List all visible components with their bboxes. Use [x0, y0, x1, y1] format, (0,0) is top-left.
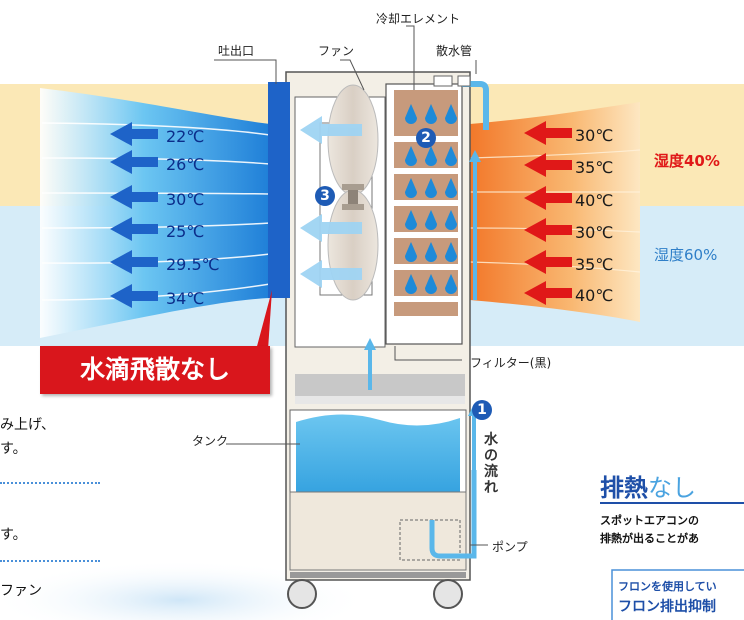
spray-pipe-label: 散水管 — [436, 44, 473, 58]
outlet-temp-1: 22℃ — [166, 127, 205, 146]
water-flow-label: 水 の 流 れ — [484, 432, 498, 496]
intake-temp-5: 35℃ — [575, 255, 614, 274]
step-2-badge: 2 — [416, 128, 436, 148]
tank-label: タンク — [192, 434, 229, 448]
cooling-element-label: 冷却エレメント — [376, 12, 461, 26]
intake-temp-1: 30℃ — [575, 126, 614, 145]
right-text-1: スポットエアコンの — [600, 514, 699, 527]
left-divider-1 — [0, 482, 100, 484]
step-3-badge: 3 — [315, 186, 335, 206]
outlet-temp-3: 30℃ — [166, 190, 205, 209]
heading-underline — [600, 502, 744, 504]
no-water-splash-banner: 水滴飛散なし — [40, 346, 270, 394]
intake-temp-6: 40℃ — [575, 286, 614, 305]
outlet-temp-6: 34℃ — [166, 289, 205, 308]
left-text-2: す。 — [0, 441, 27, 457]
fan-label: ファン — [318, 44, 355, 58]
right-box-text-2: フロン排出抑制 — [618, 599, 716, 615]
right-box-text-1: フロンを使用してい — [618, 580, 717, 593]
outlet-temp-2: 26℃ — [166, 155, 205, 174]
right-text-2: 排熱が出ることがあ — [600, 532, 699, 545]
exhaust-heat-heading: 排熱なし — [600, 468, 696, 503]
intake-temp-4: 30℃ — [575, 223, 614, 242]
filter-label: フィルター(黒) — [470, 356, 552, 370]
humidity-40-label: 湿度40% — [654, 152, 720, 170]
left-text-4: ファン — [0, 583, 42, 599]
humidity-60-label: 湿度60% — [654, 246, 718, 264]
heading-part-a: 排熱 — [600, 474, 648, 502]
outlet-temp-4: 25℃ — [166, 222, 205, 241]
outlet-label: 吐出口 — [218, 44, 255, 58]
left-divider-2 — [0, 560, 100, 562]
banner-text: 水滴飛散なし — [79, 355, 230, 384]
intake-temp-3: 40℃ — [575, 191, 614, 210]
left-text-1: み上げ、 — [0, 417, 56, 433]
left-text-3: す。 — [0, 527, 27, 543]
heading-part-b: なし — [648, 474, 696, 502]
pump-label: ポンプ — [492, 540, 528, 554]
step-1-badge: 1 — [472, 400, 492, 420]
intake-temp-2: 35℃ — [575, 158, 614, 177]
outlet-temp-5: 29.5℃ — [166, 255, 220, 274]
